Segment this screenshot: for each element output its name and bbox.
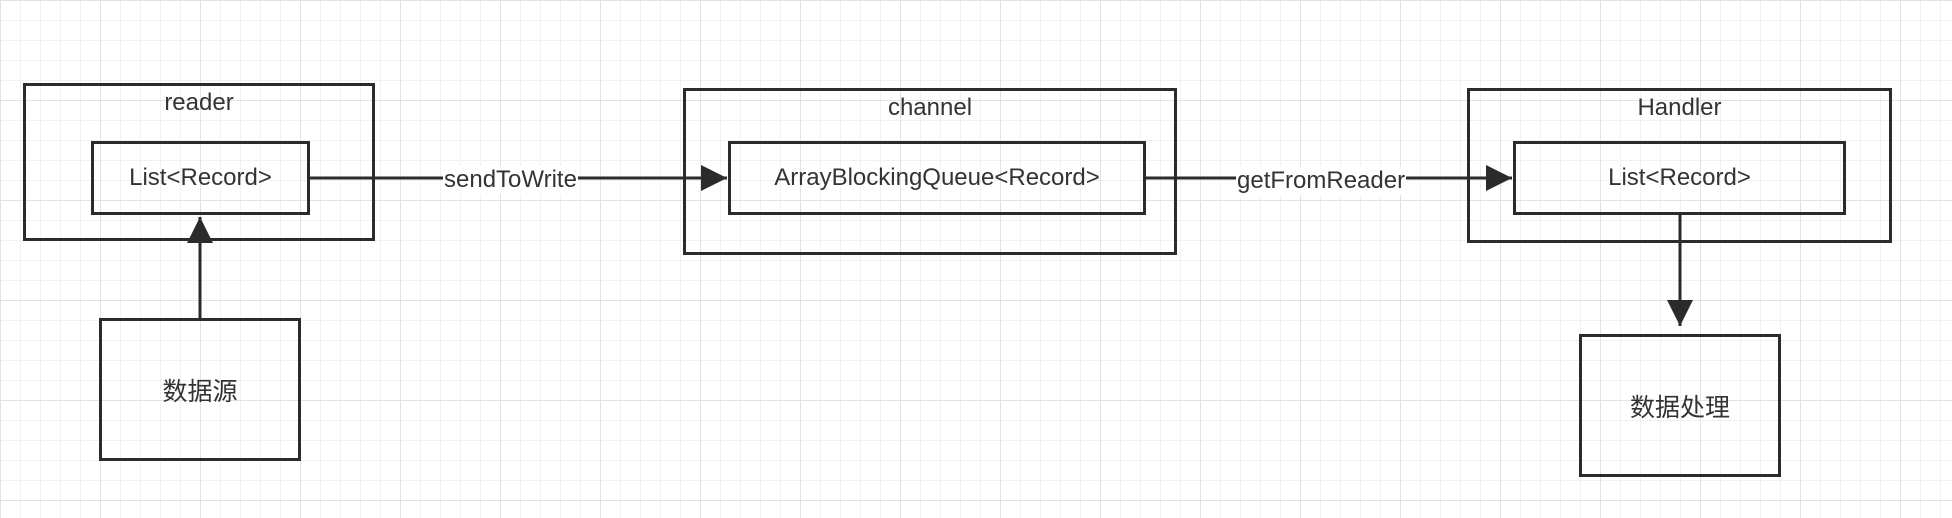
reader-list-node[interactable]: List<Record> [91,141,310,215]
channel-queue-label: ArrayBlockingQueue<Record> [774,164,1100,191]
data-processing-label: 数据处理 [1629,392,1730,422]
channel-queue-node[interactable]: ArrayBlockingQueue<Record> [728,141,1146,215]
reader-title: reader [164,89,234,116]
handler-container[interactable]: Handler [1467,88,1892,243]
data-source-label: 数据源 [162,376,238,406]
edge-label-send-to-write: sendToWrite [443,166,578,194]
channel-title: channel [887,94,973,121]
handler-title: Handler [1637,94,1722,121]
handler-list-label: List<Record> [1608,164,1751,191]
edge-label-get-from-reader: getFromReader [1236,167,1407,195]
reader-container[interactable]: reader [23,83,375,241]
handler-list-node[interactable]: List<Record> [1513,141,1846,215]
data-source-node[interactable]: 数据源 [99,318,301,461]
channel-container[interactable]: channel [683,88,1177,255]
data-processing-node[interactable]: 数据处理 [1579,334,1781,477]
reader-list-label: List<Record> [129,164,272,191]
